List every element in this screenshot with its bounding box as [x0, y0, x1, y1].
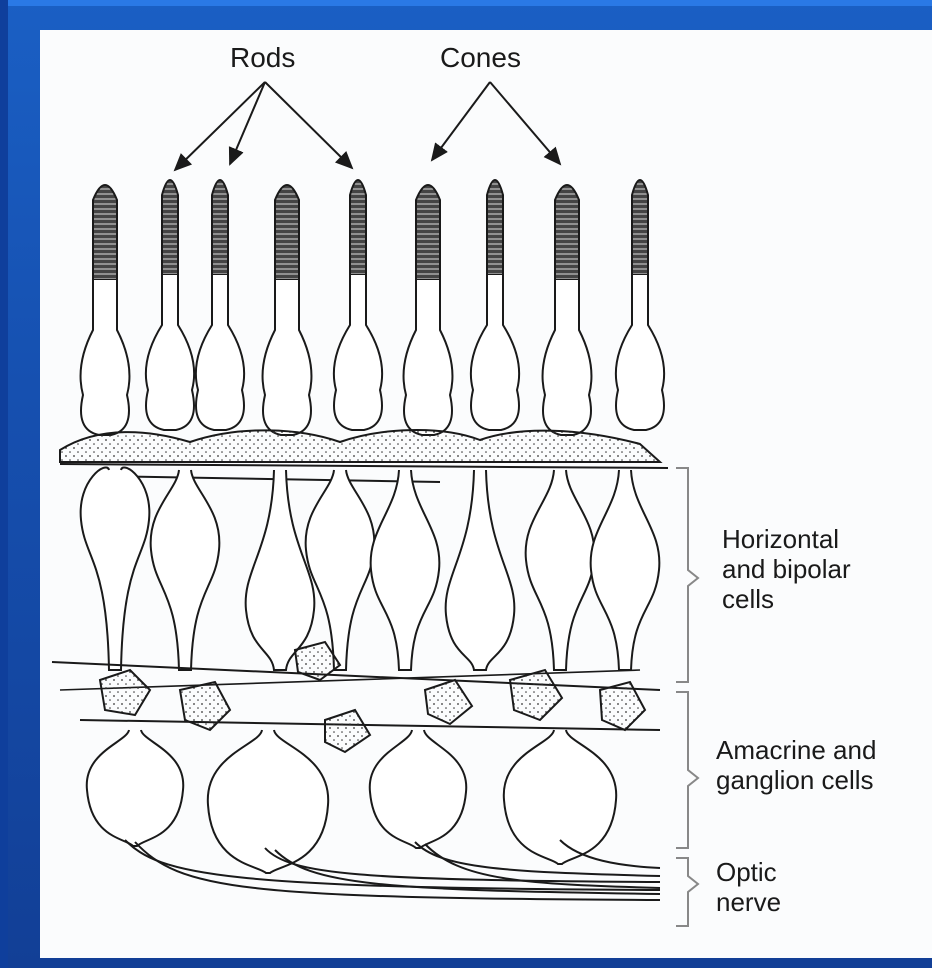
rod-cell	[471, 180, 519, 430]
photoreceptor-layer	[81, 180, 665, 435]
ganglion-cell	[87, 730, 184, 846]
layer-brackets	[676, 468, 698, 926]
rod-cell	[334, 180, 382, 430]
horizontal-bipolar-cells	[81, 467, 660, 670]
bipolar-cell	[446, 470, 515, 670]
top-accent-bar	[0, 0, 932, 6]
retina-drawing	[40, 30, 932, 958]
bipolar-cell	[81, 467, 150, 670]
bipolar-cell	[246, 470, 315, 670]
left-accent-bar	[0, 0, 8, 968]
rod-cell	[146, 180, 194, 430]
outer-plexiform-layer	[60, 430, 668, 482]
bipolar-cell	[306, 470, 375, 670]
cone-cell	[263, 185, 312, 435]
ganglion-cell	[370, 730, 467, 848]
rod-cell	[196, 180, 244, 430]
bipolar-cell	[371, 470, 440, 670]
ganglion-cell	[504, 730, 616, 864]
bipolar-cell	[526, 470, 595, 670]
rod-cell	[616, 180, 664, 430]
label-arrows	[175, 82, 560, 170]
bipolar-cell	[591, 470, 660, 670]
retina-diagram: Rods Cones Horizontal and bipolar cells …	[40, 30, 932, 958]
cone-cell	[543, 185, 592, 435]
cone-cell	[81, 185, 130, 435]
bipolar-cell	[151, 470, 220, 670]
cone-cell	[404, 185, 453, 435]
ganglion-cells	[87, 730, 616, 873]
